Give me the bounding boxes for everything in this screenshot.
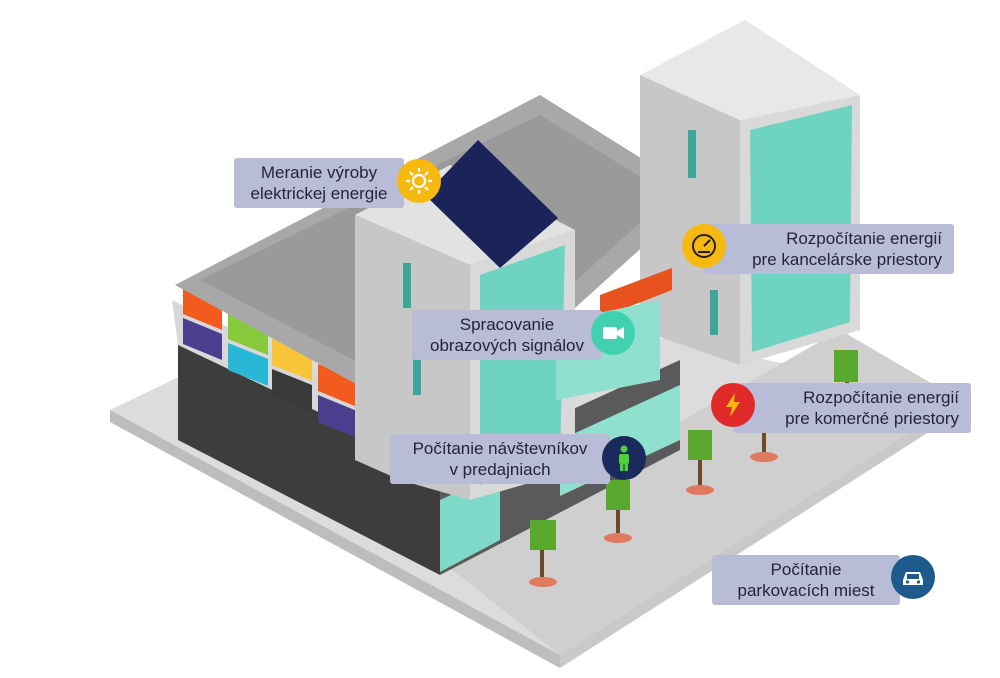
gauge-icon [682,224,726,268]
video-callout-line2: obrazových signálov [429,336,585,355]
video-callout-line1: Spracovanie [459,315,555,334]
visitors-callout-label: Počítanie návštevníkov v predajniach [390,434,610,484]
solar-callout-line2: elektrickej energie [250,184,388,203]
visitors-callout-line2: v predajniach [449,460,551,479]
office-callout-line1: Rozpočítanie energií [786,229,942,248]
main-block-base [178,340,440,575]
trees [529,350,858,587]
lightning-icon [711,383,755,427]
visitors-callout-line1: Počítanie návštevníkov [412,439,588,458]
parking-callout-line1: Počítanie [770,560,842,579]
person-icon [602,436,646,480]
solar-callout-line1: Meranie výroby [260,163,378,182]
commercial-callout-label: Rozpočítanie energií pre komerčné priest… [733,383,971,433]
parking-callout-label: Počítanie parkovacích miest [712,555,900,605]
storefront-glass [440,472,500,572]
parking-callout-line2: parkovacích miest [737,581,875,600]
video-camera-icon [591,311,635,355]
commercial-callout-line1: Rozpočítanie energií [803,388,959,407]
solar-panel [425,140,558,268]
solar-callout-label: Meranie výroby elektrickej energie [234,158,404,208]
car-icon [891,555,935,599]
sun-icon [397,159,441,203]
commercial-callout-line2: pre komerčné priestory [785,409,959,428]
office-callout-label: Rozpočítanie energií pre kancelárske pri… [704,224,954,274]
office-callout-line2: pre kancelárske priestory [752,250,942,269]
facade-panels [183,288,357,438]
video-callout-label: Spracovanie obrazových signálov [412,310,602,360]
